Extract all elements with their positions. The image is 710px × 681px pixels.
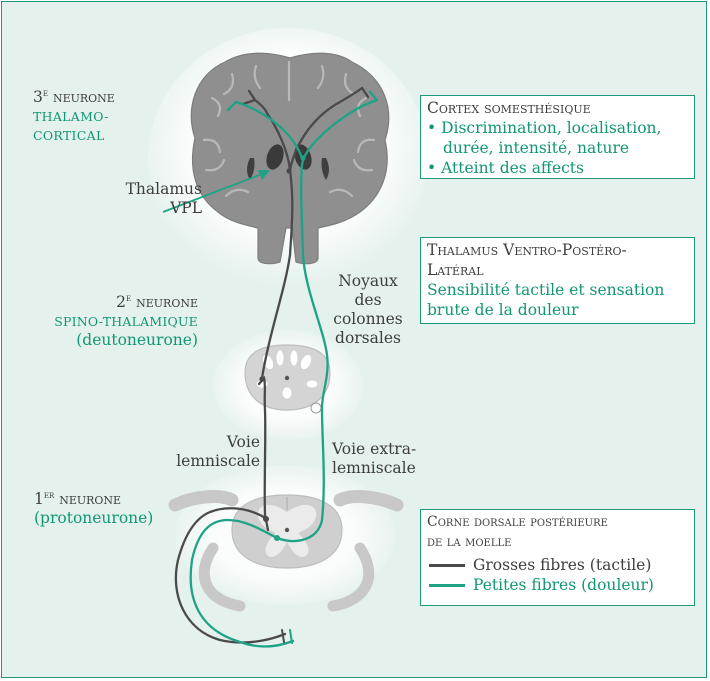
first-neuron-ordinal-suffix: er [44,490,54,501]
thalamus-label-line2: VPL [170,199,202,217]
thalamus-box-title-line2: Latéral [427,260,688,280]
cortex-bullet-1: • Discrimination, localisation, [427,118,688,138]
legend-small-fibres-label: Petites fibres (douleur) [473,575,654,595]
legend-large-fibres: Grosses fibres (tactile) [427,555,688,575]
first-neuron-ordinal: 1 [34,490,44,508]
legend-small-fibres-swatch [429,584,465,587]
third-neuron-word: neurone [53,88,115,106]
cortex-bullet-2: • Atteint des affects [427,158,688,178]
noyaux-line4: dorsales [335,329,401,347]
second-neuron-label: 2e neurone SPINO-THALAMIQUE (deutoneuron… [38,293,198,350]
noyaux-line2: des [354,291,381,309]
dorsal-horn-info-box: Corne dorsale postérieure de la moelle G… [420,509,695,606]
legend-small-fibres: Petites fibres (douleur) [427,575,688,595]
second-neuron-type: SPINO-THALAMIQUE [54,314,198,329]
third-neuron-heading: 3e neurone [33,88,115,106]
lemniscal-pathway-label: Voie lemniscale [168,433,260,471]
voie-extra-line2: lemniscale [332,459,416,477]
legend-large-fibres-label: Grosses fibres (tactile) [473,555,651,575]
dorsal-column-nuclei-label: Noyaux des colonnes dorsales [333,272,403,348]
third-neuron-label: 3e neurone THALAMO- CORTICAL [33,88,115,145]
second-neuron-ordinal: 2 [116,293,126,311]
thalamus-box-desc-line2: brute de la douleur [427,300,688,320]
cortex-box-title: Cortex somesthésique [427,98,688,118]
first-neuron-heading: 1er neurone [34,490,121,508]
voie-lemniscale-line2: lemniscale [176,452,260,470]
second-neuron-word: neurone [136,293,198,311]
cortex-bullet-1-cont: durée, intensité, nature [427,138,688,158]
second-neuron-heading: 2e neurone [116,293,198,311]
thalamus-label-line1: Thalamus [126,180,202,198]
second-neuron-ordinal-suffix: e [126,293,131,304]
first-neuron-label: 1er neurone (protoneurone) [34,490,153,528]
thalamus-label: Thalamus VPL [114,180,202,218]
thalamus-box-desc-line1: Sensibilité tactile et sensation [427,280,688,300]
thalamus-box-title-line1: Thalamus Ventro-Postéro- [427,240,688,260]
extralemniscal-pathway-label: Voie extra- lemniscale [332,440,416,478]
cortex-info-box: Cortex somesthésique • Discrimination, l… [420,95,695,179]
corne-box-title-line2: de la moelle [427,532,688,552]
third-neuron-type-line2: CORTICAL [33,128,105,143]
voie-extra-line1: Voie extra- [332,440,416,458]
legend-large-fibres-swatch [429,564,465,567]
thalamus-info-box: Thalamus Ventro-Postéro- Latéral Sensibi… [420,237,695,324]
third-neuron-ordinal: 3 [33,88,43,106]
noyaux-line3: colonnes [333,310,402,328]
first-neuron-word: neurone [59,490,121,508]
second-neuron-alias: (deutoneurone) [76,331,198,349]
third-neuron-type-line1: THALAMO- [33,109,109,124]
first-neuron-alias: (protoneurone) [34,509,153,527]
voie-lemniscale-line1: Voie [227,433,260,451]
corne-box-title-line1: Corne dorsale postérieure [427,512,688,532]
third-neuron-ordinal-suffix: e [43,88,48,99]
noyaux-line1: Noyaux [338,272,398,290]
